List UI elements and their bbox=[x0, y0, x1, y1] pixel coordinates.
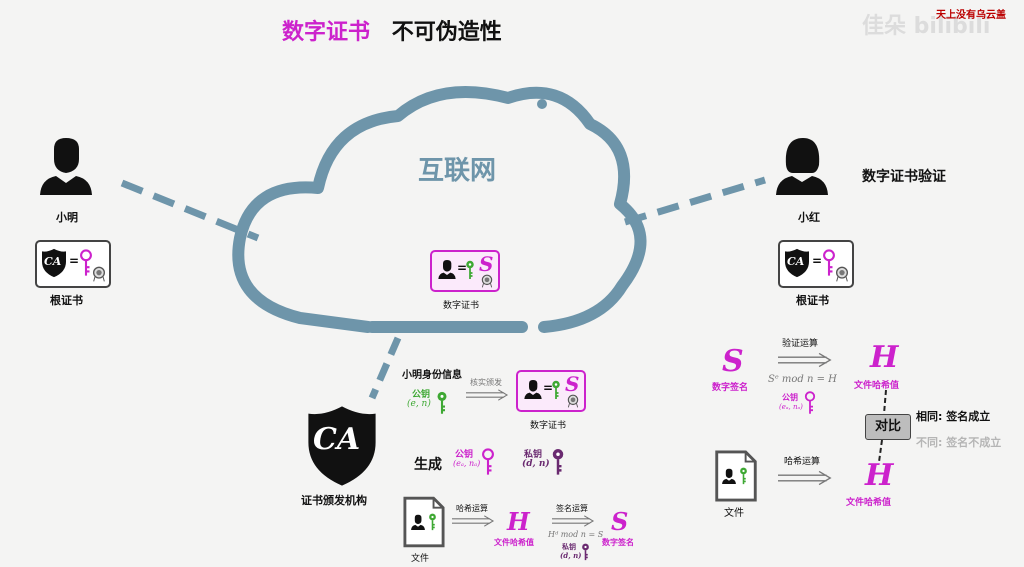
verify-formula: Sᵉ mod n = H bbox=[768, 374, 837, 385]
arrow-icon bbox=[778, 352, 834, 368]
title-part2: 不可伪造性 bbox=[391, 20, 502, 45]
ca-hash-value-label: 文件哈希值 bbox=[494, 538, 534, 547]
compare-connector-top bbox=[883, 389, 887, 415]
gen-privkey-label: 私钥 bbox=[524, 450, 543, 460]
issued-certificate: = S bbox=[516, 370, 586, 412]
gen-pubkey-math: (eₐ, nₐ) bbox=[453, 459, 481, 468]
gen-privkey-math: (d, n) bbox=[522, 459, 550, 469]
green-key-icon bbox=[436, 390, 448, 416]
seal-icon bbox=[834, 266, 850, 282]
seal-icon bbox=[480, 274, 494, 288]
equals-icon: = bbox=[457, 261, 468, 275]
cloud-cert-label: 数字证书 bbox=[443, 301, 480, 311]
verify-sig-symbol: S bbox=[722, 344, 744, 379]
ca-file-label: 文件 bbox=[411, 554, 430, 564]
verify-file-label: 文件 bbox=[724, 508, 744, 519]
verify-hash-symbol-1: H bbox=[870, 340, 899, 375]
xiaoming-name: 小明 bbox=[56, 211, 78, 224]
right-connector bbox=[623, 176, 767, 226]
identity-pubkey-label: 公钥 bbox=[412, 390, 431, 400]
xiaohong-root-cert-label: 根证书 bbox=[796, 294, 829, 307]
verify-hash-op-label: 哈希运算 bbox=[784, 457, 821, 467]
equals-icon: = bbox=[812, 254, 823, 268]
sign-op-label: 签名运算 bbox=[556, 504, 588, 513]
generate-label: 生成 bbox=[414, 457, 442, 473]
arrow-icon bbox=[552, 514, 596, 528]
person-icon bbox=[437, 259, 457, 279]
xiaohong-name: 小红 bbox=[798, 211, 820, 224]
arrow-icon bbox=[466, 388, 510, 402]
verify-pubkey-label: 公钥 bbox=[782, 393, 798, 402]
same-result-label: 相同: 签名成立 bbox=[916, 410, 991, 423]
seal-icon bbox=[566, 394, 580, 408]
xiaohong-root-certificate: CA = bbox=[778, 240, 854, 288]
verify-hash-symbol-2: H bbox=[865, 458, 894, 493]
verify-sig-label: 数字签名 bbox=[712, 383, 749, 393]
sign-privkey-math: (d, n) bbox=[560, 551, 582, 560]
watermark-logo: 佳朵 bilibili bbox=[862, 14, 991, 39]
cloud-dot bbox=[537, 99, 547, 109]
xiaoming-root-certificate: CA = bbox=[35, 240, 111, 288]
person-icon bbox=[523, 379, 543, 399]
issued-cert-label: 数字证书 bbox=[530, 421, 567, 431]
ca-badge-small: CA bbox=[787, 255, 805, 268]
watermark-top-right: 天上没有乌云盖 bbox=[936, 10, 1006, 21]
signature-icon: S bbox=[479, 252, 494, 276]
equals-icon: = bbox=[69, 254, 80, 268]
verify-op-label: 验证运算 bbox=[782, 339, 819, 349]
page-title: 数字证书 不可伪造性 bbox=[282, 14, 502, 46]
green-key-icon bbox=[465, 259, 475, 281]
compare-connector-bottom bbox=[878, 439, 883, 463]
ca-hash-op-label: 哈希运算 bbox=[456, 504, 488, 513]
left-connector bbox=[120, 179, 260, 242]
identity-label: 小明身份信息 bbox=[402, 370, 462, 381]
pink-key-icon bbox=[481, 448, 495, 476]
xiaoming-root-cert-label: 根证书 bbox=[50, 294, 83, 307]
ca-connector bbox=[368, 336, 402, 400]
sign-formula: Hᵈ mod n = S bbox=[548, 530, 604, 539]
signature-icon: S bbox=[565, 372, 580, 396]
verify-title: 数字证书验证 bbox=[862, 169, 946, 185]
ca-label: 证书颁发机构 bbox=[301, 494, 367, 507]
verify-hash-label-1: 文件哈希值 bbox=[854, 381, 900, 391]
cloud-label: 互联网 bbox=[418, 156, 497, 186]
arrow-icon bbox=[778, 470, 834, 486]
ca-sig-symbol: S bbox=[611, 507, 629, 536]
purple-key-icon bbox=[551, 448, 565, 476]
ca-badge-small: CA bbox=[44, 255, 62, 268]
green-key-icon bbox=[551, 379, 561, 401]
seal-icon bbox=[91, 266, 107, 282]
person-icon bbox=[721, 468, 737, 484]
green-key-icon bbox=[428, 512, 437, 532]
title-part1: 数字证书 bbox=[282, 20, 371, 45]
ca-hash-symbol: H bbox=[507, 507, 530, 536]
pink-key-icon bbox=[804, 391, 816, 415]
equals-icon: = bbox=[543, 381, 554, 395]
identity-pubkey-math: (e, n) bbox=[407, 399, 431, 409]
xiaohong-avatar-icon bbox=[772, 134, 832, 196]
green-key-icon bbox=[739, 466, 748, 486]
verify-pubkey-math: (eₐ, nₐ) bbox=[779, 403, 803, 411]
arrow-icon bbox=[452, 514, 496, 528]
sign-privkey-label: 私钥 bbox=[562, 543, 576, 551]
cloud-certificate: = S bbox=[430, 250, 500, 292]
diff-result-label: 不同: 签名不成立 bbox=[916, 436, 1002, 449]
gen-pubkey-label: 公钥 bbox=[455, 450, 474, 460]
ca-sig-label: 数字签名 bbox=[602, 538, 634, 547]
verify-hash-label-2: 文件哈希值 bbox=[846, 498, 892, 508]
ca-badge: CA bbox=[313, 422, 361, 457]
purple-key-icon bbox=[581, 542, 590, 562]
verify-issue-label: 核实颁发 bbox=[470, 378, 502, 387]
compare-box: 对比 bbox=[865, 414, 911, 440]
cloud-shape bbox=[232, 86, 647, 333]
xiaoming-avatar-icon bbox=[36, 134, 96, 196]
person-icon bbox=[410, 514, 426, 530]
